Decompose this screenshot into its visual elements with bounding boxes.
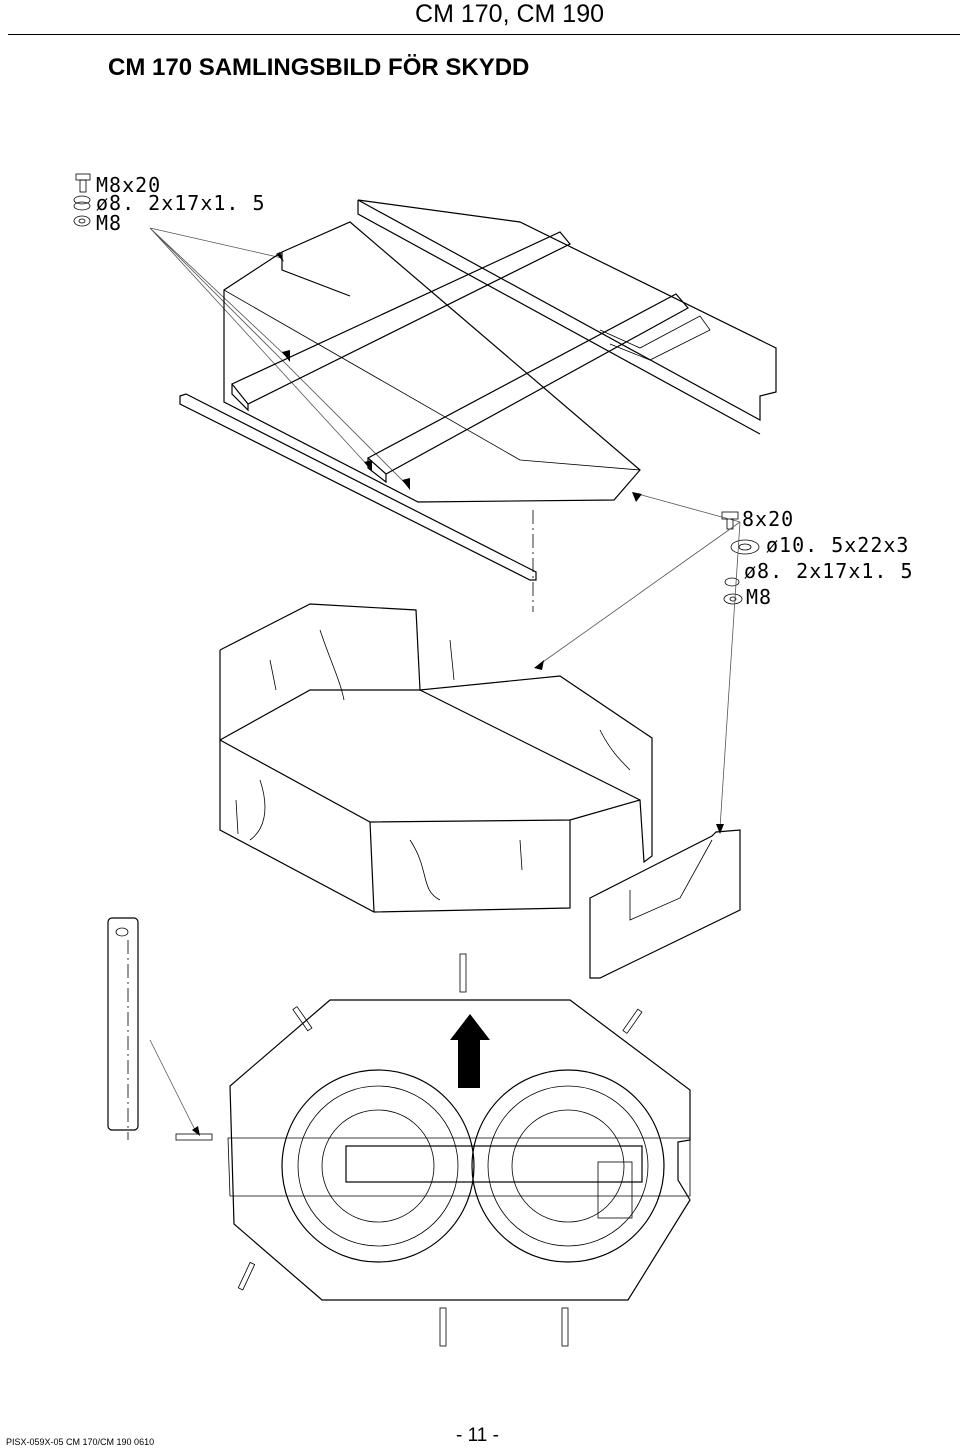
header-rule — [8, 34, 960, 35]
top-cover-assembly — [179, 199, 777, 581]
page-title: CM 170 SAMLINGSBILD FÖR SKYDD — [108, 54, 530, 81]
large-washer-spec-right: ø10. 5x22x3 — [766, 533, 909, 557]
support-pipe — [107, 917, 200, 1136]
document-code: PISX-059X-05 CM 170/CM 190 0610 — [6, 1437, 155, 1447]
washer-icon — [73, 195, 91, 211]
bolt-icon — [75, 173, 91, 193]
model-title: CM 170, CM 190 — [415, 0, 604, 28]
nut-icon — [723, 593, 743, 605]
nut-icon — [73, 215, 91, 227]
side-plate — [589, 829, 741, 979]
bolt-spec-right: 8x20 — [742, 507, 794, 531]
page-number: - 11 - — [456, 1425, 499, 1446]
large-washer-icon — [730, 539, 760, 555]
right-hardware-callout: 8x20 ø10. 5x22x3 ø8. 2x17x1. 5 M8 — [534, 492, 914, 834]
nut-spec-top: M8 — [96, 211, 122, 235]
mounting-pins — [175, 953, 643, 1347]
top-hardware-callout: M8x20 ø8. 2x17x1. 5 M8 — [73, 173, 410, 490]
up-arrow-icon — [450, 1014, 490, 1088]
washer-icon — [724, 577, 740, 587]
skirt-curtain — [219, 603, 653, 913]
washer-spec-top: ø8. 2x17x1. 5 — [96, 191, 266, 215]
bolt-spec-top: M8x20 — [96, 173, 161, 197]
base-deck — [175, 953, 691, 1347]
washer-spec-right: ø8. 2x17x1. 5 — [744, 559, 914, 583]
nut-spec-right: M8 — [746, 585, 772, 609]
